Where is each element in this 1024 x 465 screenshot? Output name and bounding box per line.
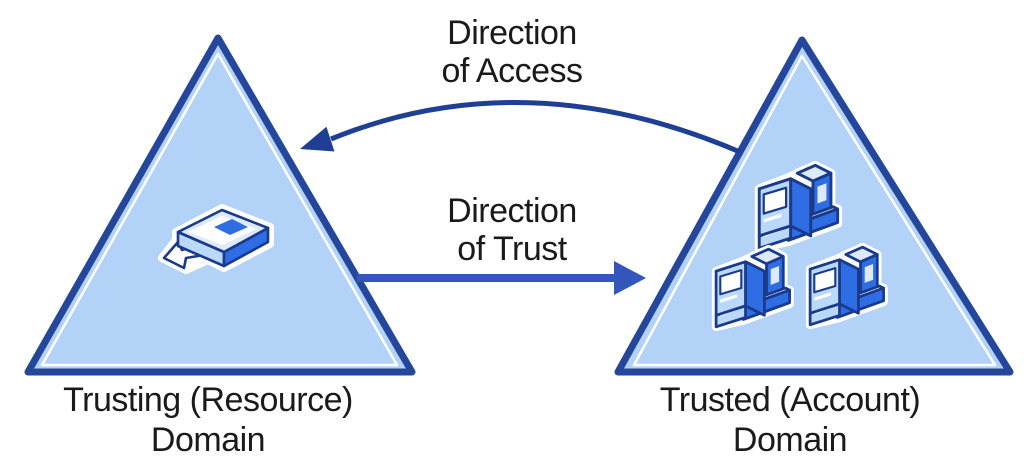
shared-resource-book-icon (158, 204, 274, 274)
direction-of-access-arrow (300, 100, 741, 155)
access-label-line1: Direction (447, 14, 577, 52)
direction-of-trust-arrow (357, 261, 646, 295)
trusting-triangle-inner-line (40, 52, 399, 367)
access-label-line2: of Access (441, 52, 583, 90)
trust-label-line2: of Trust (457, 230, 567, 268)
trusted-label-line1: Trusted (Account) (659, 381, 921, 419)
trust-arrowhead (614, 261, 646, 295)
trusting-domain-label: Trusting (Resource) Domain (63, 380, 353, 460)
trusted-domain-label: Trusted (Account) Domain (659, 380, 921, 460)
trusted-label-line2: Domain (732, 421, 848, 459)
direction-of-trust-label: Direction of Trust (447, 192, 577, 268)
trusted-triangle-inner-line (632, 54, 997, 367)
trusting-label-line2: Domain (150, 421, 266, 459)
access-arrowhead (300, 126, 335, 152)
trusting-label-line1: Trusting (Resource) (63, 381, 353, 419)
trust-label-line1: Direction (447, 192, 577, 230)
access-arrow-curve (330, 100, 741, 155)
direction-of-access-label: Direction of Access (441, 14, 583, 90)
